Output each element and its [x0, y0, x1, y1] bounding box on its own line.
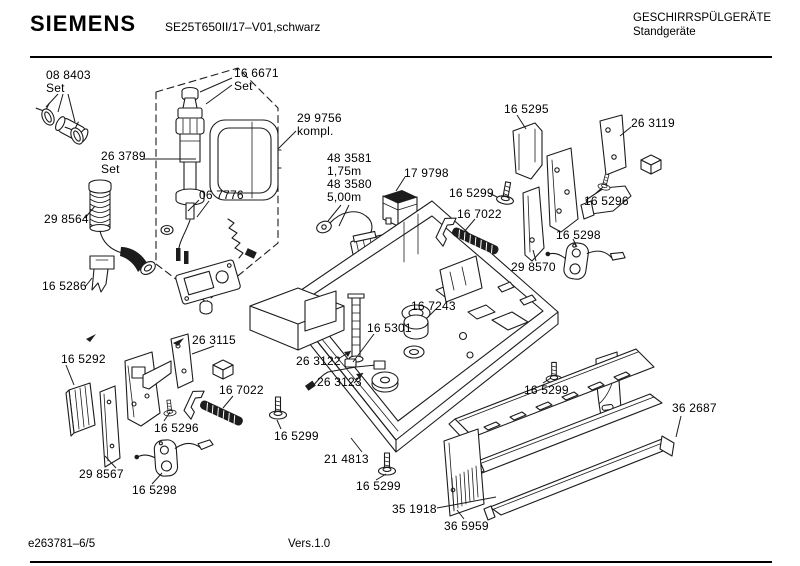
- siemens-logo: SIEMENS: [30, 11, 137, 36]
- rod-263122-drawing: [347, 293, 365, 363]
- part-label-48-3581: 48 3581 1,75m 48 3580 5,00m: [327, 151, 372, 204]
- product-type: Standgeräte: [633, 26, 696, 38]
- document-number: e263781–6/5: [28, 538, 96, 550]
- plinth-trim-362687-drawing: [483, 435, 675, 521]
- part-label-17-9798: 17 9798: [404, 166, 449, 180]
- part-label-21-4813: 21 4813: [324, 452, 369, 466]
- part-label-26-3119: 26 3119: [631, 116, 675, 130]
- part-label-29-8564: 29 8564: [44, 212, 89, 226]
- part-label-36-5959: 36 5959: [444, 519, 489, 533]
- part-label-08-8403: 08 8403 Set: [46, 68, 91, 95]
- part-label-16-6671: 16 6671 Set: [234, 66, 279, 93]
- part-label-16-7022-left: 16 7022: [219, 383, 264, 397]
- part-label-16-5299-bottom-center: 16 5299: [356, 479, 401, 493]
- inlet-hose-drawing: [88, 179, 156, 275]
- part-label-29-9756: 29 9756 kompl.: [297, 111, 342, 138]
- part-label-29-8567: 29 8567: [79, 467, 124, 481]
- linkage-263123-drawing: [305, 358, 386, 391]
- mounting-plate-drawing: [546, 147, 579, 233]
- part-label-29-8570: 29 8570: [511, 260, 556, 274]
- panel-298567-drawing: [99, 385, 121, 468]
- part-label-16-5301: 16 5301: [367, 321, 412, 335]
- plinth-carrier-drawing: [448, 348, 655, 444]
- bracket-263115-drawing: [142, 333, 194, 390]
- header-rule: [30, 56, 772, 58]
- footer-rule: [30, 561, 772, 563]
- product-line: GESCHIRRSPÜLGERÄTE: [633, 12, 772, 24]
- model-designation: SE25T650II/17–V01,schwarz: [165, 20, 321, 34]
- leader-lines: [45, 77, 682, 520]
- version: Vers.1.0: [288, 538, 331, 550]
- latch-165298-left-drawing: [132, 436, 216, 479]
- part-label-16-5298-right: 16 5298: [556, 228, 601, 242]
- hose-clamp-set-drawing: [35, 101, 89, 148]
- part-label-16-5299-top-right: 16 5299: [449, 186, 494, 200]
- part-label-16-5298-left: 16 5298: [132, 483, 177, 497]
- spacer-block-right-drawing: [640, 154, 662, 175]
- grille-165292-drawing: [65, 382, 96, 437]
- dashed-callout-box: [155, 67, 279, 303]
- part-label-16-5299-mid-left: 16 5299: [274, 429, 319, 443]
- panel-298570-drawing: [522, 186, 545, 262]
- grommets-167243-drawing: [371, 304, 431, 393]
- spacer-block-left-drawing: [212, 359, 234, 380]
- part-label-26-3115: 26 3115: [192, 333, 236, 347]
- bracket-165295-drawing: [512, 122, 543, 180]
- part-label-36-2687: 36 2687: [672, 401, 717, 415]
- vent-panel-365959-drawing: [443, 428, 485, 517]
- reference-markers: [86, 334, 184, 346]
- part-label-26-3122: 26 3122: [296, 354, 341, 368]
- part-label-16-5296-left: 16 5296: [154, 421, 199, 435]
- bracket-263119-drawing: [580, 114, 632, 220]
- part-label-06-7776: 06 7776: [199, 188, 244, 202]
- rod-167022-left-drawing: [183, 390, 243, 426]
- part-label-16-5286: 16 5286: [42, 279, 87, 293]
- part-label-16-5295: 16 5295: [504, 102, 549, 116]
- product-category-block: GESCHIRRSPÜLGERÄTE Standgeräte: [633, 11, 771, 39]
- module-plate-drawing: [175, 259, 241, 305]
- part-label-16-5296-right: 16 5296: [584, 194, 629, 208]
- bracket-165286-drawing: [89, 255, 115, 293]
- part-label-16-5292: 16 5292: [61, 352, 106, 366]
- part-label-16-7243: 16 7243: [411, 299, 456, 313]
- rod-167022-right-drawing: [435, 217, 499, 255]
- part-label-16-7022-right: 16 7022: [457, 207, 502, 221]
- side-plate-drawing: [124, 351, 161, 427]
- part-label-16-5299-bottom-right: 16 5299: [524, 383, 569, 397]
- part-label-26-3789: 26 3789 Set: [101, 149, 146, 176]
- part-label-35-1918: 35 1918: [392, 502, 437, 516]
- part-label-26-3123: 26 3123: [317, 375, 362, 389]
